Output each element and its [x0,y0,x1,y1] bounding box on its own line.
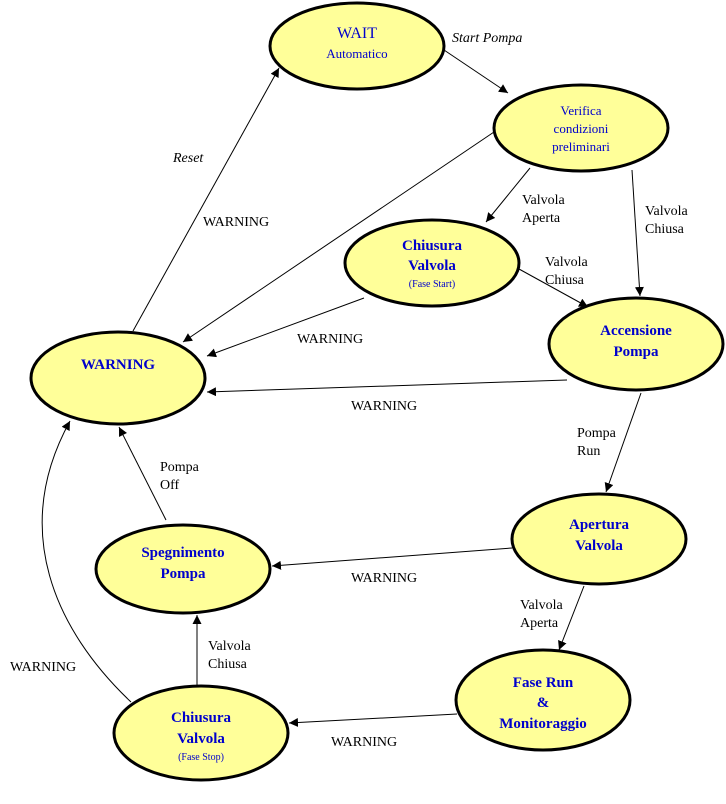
node-wait-title: WAIT [337,25,377,42]
node-chiusura-stop: Chiusura Valvola (Fase Stop) [112,684,290,782]
node-apertura-line-2: Valvola [575,538,623,554]
label-verifica-valvola-aperta: Valvola Aperta [522,193,568,226]
edge-verifica-to-warning [182,131,495,343]
node-chiusura-start-shape [343,218,521,308]
edge-wait-to-verifica [443,49,509,94]
node-accensione-line-1: Accensione [600,323,672,339]
node-spegnimento: Spegnimento Pompa [94,523,272,615]
node-verifica-line-2: condizioni [554,121,609,136]
node-chiusura-start-line-2: Valvola [408,258,456,274]
node-verifica-shape [492,83,670,173]
label-chiusura-start-valvola-chiusa: Valvola Chiusa [545,255,591,288]
edge-spegnimento-to-warning [118,426,167,521]
label-pompa-off: Pompa Off [160,460,202,493]
node-fase-run: Fase Run & Monitoraggio [454,648,632,752]
node-apertura: Apertura Valvola [510,492,688,586]
edge-apertura-to-fase-run [558,585,585,651]
edge-accensione-to-apertura [604,392,642,493]
edge-warning-to-wait [132,67,280,332]
node-fase-run-line-3: Monitoraggio [499,716,587,732]
edge-chiusura-start-to-accensione [518,268,589,308]
edge-verifica-to-accensione [631,169,644,297]
node-accensione-shape [547,296,725,392]
node-apertura-line-1: Apertura [569,517,629,533]
node-warning-shape [29,330,207,426]
node-warning-title: WARNING [81,357,156,373]
label-pompa-run: Pompa Run [577,426,619,459]
node-chiusura-start-line-1: Chiusura [402,238,463,254]
node-wait: WAIT Automatico [268,1,446,91]
label-warning-from-accensione: WARNING [351,399,417,414]
label-warning-from-fase-run: WARNING [331,735,397,750]
node-accensione-line-2: Pompa [614,344,660,360]
node-warning: WARNING [29,330,207,426]
edges [41,49,644,728]
label-warning-from-chiusura-start: WARNING [297,332,363,347]
node-chiusura-stop-line-3: (Fase Stop) [178,752,224,763]
edge-chiusura-start-to-warning [206,297,365,358]
node-fase-run-line-1: Fase Run [513,675,574,691]
node-chiusura-stop-line-2: Valvola [177,731,225,747]
label-warning-from-verifica: WARNING [203,215,269,230]
label-chiusura-stop-valvola-chiusa: Valvola Chiusa [208,639,254,672]
node-fase-run-line-2: & [537,695,550,711]
node-chiusura-start: Chiusura Valvola (Fase Start) [343,218,521,308]
node-apertura-shape [510,492,688,586]
label-reset: Reset [172,151,204,166]
node-fase-run-shape [454,648,632,752]
node-chiusura-stop-shape [112,684,290,782]
label-apertura-valvola-aperta: Valvola Aperta [520,598,566,631]
edge-chiusura-stop-to-warning [41,420,132,703]
edge-fase-run-to-chiusura-stop [288,713,458,728]
node-wait-subtitle: Automatico [326,46,387,61]
node-chiusura-stop-line-1: Chiusura [171,710,232,726]
edge-labels: Start Pompa Reset WARNING Valvola Aperta… [10,31,691,750]
node-verifica: Verifica condizioni preliminari [492,83,670,173]
node-spegnimento-line-2: Pompa [161,566,207,582]
node-spegnimento-shape [94,523,272,615]
node-chiusura-start-line-3: (Fase Start) [409,279,455,290]
label-start-pompa: Start Pompa [452,31,522,46]
edge-apertura-to-spegnimento [271,547,513,570]
node-spegnimento-line-1: Spegnimento [141,545,224,561]
label-warning-from-apertura: WARNING [351,571,417,586]
node-verifica-line-1: Verifica [560,103,601,118]
edge-verifica-to-chiusura-start [485,167,531,223]
node-verifica-line-3: preliminari [552,139,610,154]
node-accensione: Accensione Pompa [547,296,725,392]
edge-accensione-to-warning [206,379,568,397]
label-warning-from-chiusura-stop: WARNING [10,660,76,675]
label-verifica-valvola-chiusa: Valvola Chiusa [645,204,691,237]
node-wait-shape [268,1,446,91]
